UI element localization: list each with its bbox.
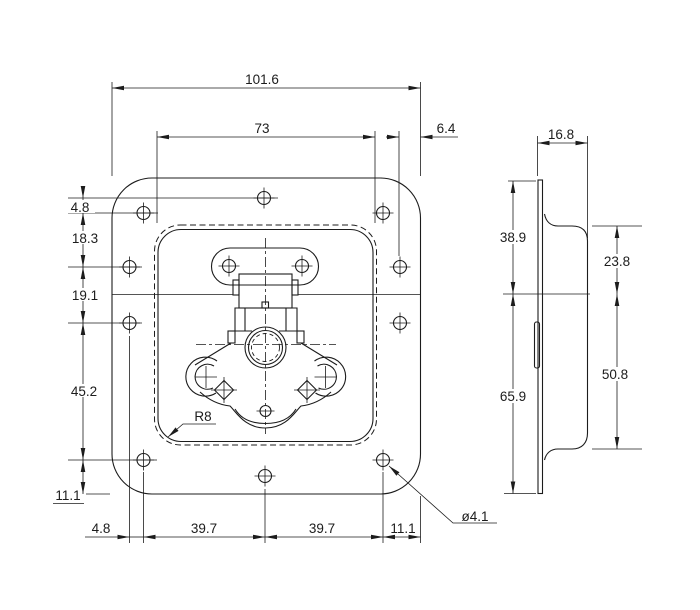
side-view xyxy=(503,136,642,495)
flange-profile xyxy=(537,179,544,495)
side-extension-lines xyxy=(503,136,642,494)
hinge-hole-left xyxy=(217,254,241,278)
dim-hole-edge-offset: 6.4 xyxy=(437,121,456,136)
dim-row-center-to-corner: 4.8 xyxy=(71,200,90,215)
cam-lobe-left-crosshair xyxy=(195,366,217,388)
side-dimension-lines xyxy=(510,140,620,494)
dim-row-spacing-upper: 18.3 xyxy=(72,231,98,246)
dimension-labels: 101.6 73 6.4 4.8 18.3 19.1 45.2 11.1 4.8… xyxy=(53,72,630,536)
label-hole-diameter: ø4.1 xyxy=(461,509,488,524)
trigger-body xyxy=(227,307,305,344)
dim-row-spacing-mid: 19.1 xyxy=(72,288,98,303)
hinge-hole-right xyxy=(290,254,314,278)
plate-outline xyxy=(111,177,422,495)
trigger-tip-profile xyxy=(533,321,541,369)
dim-upper-height: 38.9 xyxy=(500,230,526,245)
label-corner-radius: R8 xyxy=(194,409,211,424)
dimension-text-masks xyxy=(53,200,634,502)
latch-mechanism xyxy=(185,238,347,434)
front-extension-lines xyxy=(68,82,421,543)
dim-depth: 16.8 xyxy=(548,127,574,142)
dim-lower-height: 65.9 xyxy=(500,389,526,404)
dim-overall-width: 101.6 xyxy=(245,72,279,87)
hinge-plate xyxy=(210,247,320,286)
dim-recess-width: 73 xyxy=(254,121,269,136)
dim-edge-margin-left: 11.1 xyxy=(55,488,80,503)
dim-col-offset: 4.8 xyxy=(92,521,111,536)
corner-radius-leader xyxy=(167,423,216,438)
dim-recess-upper: 23.8 xyxy=(604,254,630,269)
recess-profile xyxy=(543,213,589,461)
dim-row-spacing-lower: 45.2 xyxy=(71,384,97,399)
dim-col-spacing-left: 39.7 xyxy=(191,521,217,536)
dim-recess-lower: 50.8 xyxy=(602,367,628,382)
front-dimension-lines xyxy=(80,85,458,540)
dim-col-spacing-right: 39.7 xyxy=(309,521,335,536)
recess-hidden-edge xyxy=(154,224,377,446)
hole-diameter-leader xyxy=(388,465,497,524)
cam-lobe-right-crosshair xyxy=(314,366,337,388)
recess-rim xyxy=(157,228,374,443)
dim-edge-margin-bottom: 11.1 xyxy=(390,521,415,536)
front-view xyxy=(68,82,497,543)
